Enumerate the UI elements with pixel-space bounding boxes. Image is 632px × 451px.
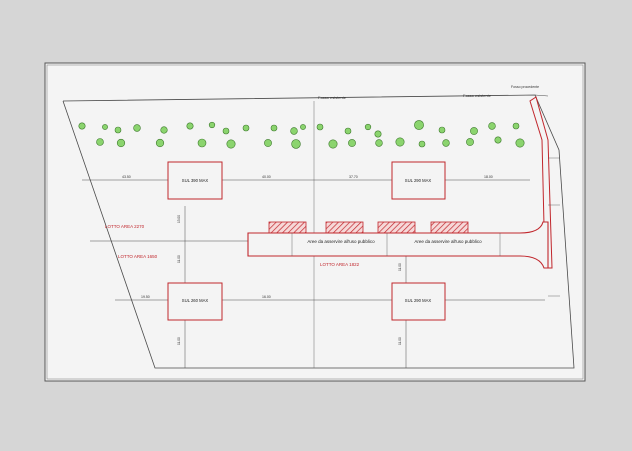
drawing-sheet xyxy=(44,62,586,382)
public-road xyxy=(247,221,549,269)
tree-symbol xyxy=(186,122,194,130)
tree-row xyxy=(78,120,525,149)
tree-symbol xyxy=(114,126,122,134)
building-nw: SUL 390 MAX xyxy=(167,161,223,200)
tree-symbol xyxy=(133,124,141,132)
tree-symbol xyxy=(78,122,86,130)
tree-symbol xyxy=(375,139,383,147)
tree-symbol xyxy=(197,138,207,148)
tree-symbol xyxy=(264,139,272,147)
dim-text: 43.50 xyxy=(122,175,131,179)
tree-symbol xyxy=(116,138,126,148)
tree-symbol xyxy=(290,127,298,135)
road-label-left: Aree da asservire all'uso pubblico xyxy=(307,239,375,244)
tree-symbol xyxy=(316,123,324,131)
building-se: SUL 290 MAX xyxy=(391,282,446,321)
dim-text: 11.00 xyxy=(398,263,402,271)
building-label: SUL 290 MAX xyxy=(405,298,432,303)
fosso-corner-label: Fosso procedente xyxy=(511,85,539,89)
sheet-inner-frame xyxy=(46,64,584,380)
parking-block xyxy=(430,221,469,234)
tree-symbol xyxy=(364,123,372,131)
parking-block xyxy=(325,221,364,234)
dim-text: 13.00 xyxy=(177,215,181,223)
lot-boundary xyxy=(62,94,575,369)
road-label-right: Aree da asservire all'uso pubblico xyxy=(414,239,482,244)
tree-symbol xyxy=(300,124,306,130)
corner-ditch-line xyxy=(534,94,549,97)
building-label: SUL 390 MAX xyxy=(182,178,209,183)
tree-symbol xyxy=(291,139,301,149)
tree-symbol xyxy=(208,121,216,129)
parking-block xyxy=(268,221,307,234)
dim-text: 37.70 xyxy=(349,175,358,179)
tree-symbol xyxy=(466,138,474,146)
tree-symbol xyxy=(160,126,168,134)
lotto-area-1822: LOTTO AREA 1822 xyxy=(320,262,360,267)
building-ne: SUL 290 MAX xyxy=(391,161,446,200)
dim-text: 11.00 xyxy=(177,255,181,263)
tree-symbol xyxy=(494,136,502,144)
tree-symbol xyxy=(512,122,520,130)
dim-text: 18.00 xyxy=(484,175,493,179)
tree-symbol xyxy=(470,127,478,135)
building-label: SUL 290 MAX xyxy=(405,178,432,183)
dim-text: 11.00 xyxy=(398,337,402,345)
tree-symbol xyxy=(395,137,405,147)
tree-symbol xyxy=(348,139,356,147)
fosso-left-label: Fosso esistente xyxy=(318,95,347,100)
tree-symbol xyxy=(102,124,108,130)
dim-text: 11.00 xyxy=(177,337,181,345)
tree-symbol xyxy=(155,138,165,148)
lotto-area-1650: LOTTO AREA 1650 xyxy=(118,254,158,259)
tree-symbol xyxy=(438,126,446,134)
tree-symbol xyxy=(374,130,382,138)
tree-symbol xyxy=(488,122,496,130)
tree-symbol xyxy=(270,124,278,132)
tree-symbol xyxy=(344,127,352,135)
dim-text: 19.50 xyxy=(141,295,150,299)
tree-symbol xyxy=(442,139,450,147)
tree-symbol xyxy=(515,138,525,148)
tree-symbol xyxy=(328,139,338,149)
tree-symbol xyxy=(226,139,236,149)
tree-symbol xyxy=(414,120,424,130)
dim-text: 16.00 xyxy=(262,295,271,299)
tree-symbol xyxy=(222,127,230,135)
tree-symbol xyxy=(242,124,250,132)
lotto-area-2270: LOTTO AREA 2270 xyxy=(105,224,145,229)
tree-symbol xyxy=(418,140,426,148)
parking-block xyxy=(377,221,416,234)
fosso-right-label: Fosso esistente xyxy=(463,93,492,98)
building-sw: SUL 260 MAX xyxy=(167,282,223,321)
building-label: SUL 260 MAX xyxy=(182,298,209,303)
dim-text: 40.00 xyxy=(262,175,271,179)
tree-symbol xyxy=(96,138,104,146)
